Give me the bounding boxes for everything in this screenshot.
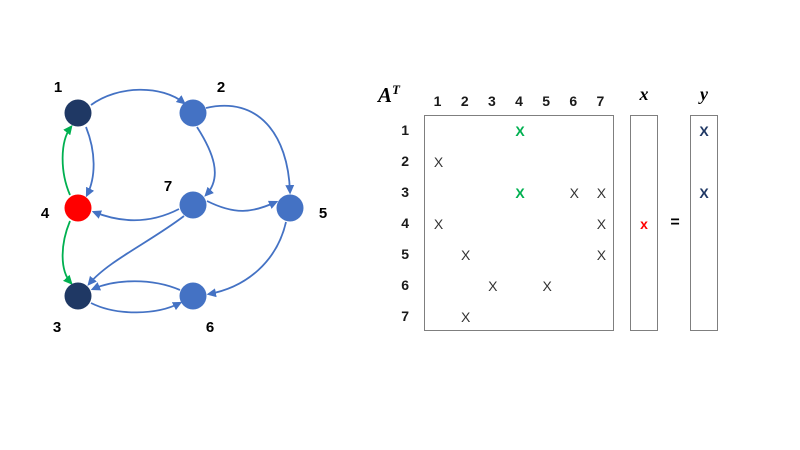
y-vector-mark-r1: X bbox=[699, 123, 709, 140]
matrix-mark-r3-c6: X bbox=[569, 185, 579, 202]
graph-node-label-6: 6 bbox=[206, 319, 214, 336]
matrix-mark-r6-c3: X bbox=[488, 277, 498, 294]
matrix-row-label-7: 7 bbox=[401, 307, 409, 324]
graph-edge-7-to-5 bbox=[206, 200, 279, 212]
x-vector-mark-r4: x bbox=[640, 215, 648, 232]
graph-node-1 bbox=[64, 99, 92, 127]
graph-node-7 bbox=[179, 191, 207, 219]
graph-node-label-7: 7 bbox=[164, 178, 172, 195]
graph-node-5 bbox=[276, 194, 304, 222]
graph-node-label-1: 1 bbox=[54, 79, 62, 96]
matrix-mark-r7-c2: X bbox=[461, 308, 471, 325]
matrix-col-header-3: 3 bbox=[487, 93, 496, 109]
graph-edge-3-to-6 bbox=[90, 301, 183, 314]
matrix-mark-r5-c7: X bbox=[596, 246, 607, 263]
graph-edge-7-to-4 bbox=[91, 208, 180, 222]
matrix-col-header-7: 7 bbox=[596, 93, 605, 109]
matrix-title-base: A bbox=[378, 83, 393, 107]
matrix-col-header-4: 4 bbox=[515, 93, 523, 109]
matrix-mark-r1-c4: X bbox=[515, 123, 525, 140]
graph-edge-4-to-3 bbox=[61, 220, 73, 285]
graph-edge-2-to-5 bbox=[205, 105, 295, 195]
graph-edge-6-to-3 bbox=[90, 280, 181, 291]
graph-edge-7-to-3 bbox=[87, 215, 185, 286]
matrix-mark-r5-c2: X bbox=[461, 246, 471, 263]
matrix-col-headers: 1 2 3 4 5 6 7 bbox=[424, 88, 614, 114]
matrix-mark-r3-c4: X bbox=[515, 185, 525, 202]
matrix-row-label-2: 2 bbox=[401, 153, 409, 170]
matrix-row-label-5: 5 bbox=[401, 245, 409, 262]
graph-node-3 bbox=[64, 282, 92, 310]
graph-node-label-4: 4 bbox=[41, 205, 50, 222]
matrix-col-header-5: 5 bbox=[542, 93, 551, 109]
matrix-row-label-1: 1 bbox=[401, 122, 409, 139]
matrix-mark-r4-c1: X bbox=[433, 215, 444, 232]
matrix-mark-r3-c7: X bbox=[596, 185, 607, 202]
matrix-row-label-4: 4 bbox=[401, 215, 409, 231]
graph-edge-5-to-6 bbox=[206, 221, 287, 298]
matrix-mark-r2-c1: X bbox=[433, 154, 444, 171]
matrix-title-sup: T bbox=[392, 82, 400, 97]
graph-canvas: 1 2 3 4 5 6 7 bbox=[41, 79, 327, 336]
matrix-col-header-6: 6 bbox=[569, 93, 578, 109]
graph-node-6 bbox=[179, 282, 207, 310]
x-vector: x bbox=[630, 115, 658, 331]
graph-edge-1-to-4 bbox=[85, 126, 95, 198]
graph-edge-1-to-2 bbox=[90, 88, 186, 106]
equals-sign: = bbox=[670, 214, 680, 231]
graph-node-label-2: 2 bbox=[217, 79, 225, 96]
matrix-col-header-2: 2 bbox=[460, 93, 469, 109]
matrix-row-labels: 1 2 3 4 5 6 7 bbox=[390, 115, 416, 331]
matrix-mark-r6-c5: X bbox=[542, 277, 552, 294]
matrix-row-label-6: 6 bbox=[401, 276, 409, 293]
graph-node-2 bbox=[179, 99, 207, 127]
graph-node-label-5: 5 bbox=[319, 205, 327, 222]
graph-edge-2-to-7 bbox=[196, 126, 216, 197]
y-vector-label: y bbox=[700, 84, 708, 104]
graph-node-label-3: 3 bbox=[53, 319, 61, 336]
graph-edge-4-to-1 bbox=[61, 125, 73, 196]
y-vector-mark-r3: X bbox=[699, 185, 709, 202]
matrix-mark-r4-c7: X bbox=[596, 215, 607, 232]
graph-node-4 bbox=[64, 194, 92, 222]
matrix-col-header-1: 1 bbox=[433, 93, 442, 109]
x-vector-label: x bbox=[639, 84, 649, 104]
matrix-title: AT bbox=[378, 82, 400, 108]
matrix-row-label-3: 3 bbox=[401, 184, 409, 201]
